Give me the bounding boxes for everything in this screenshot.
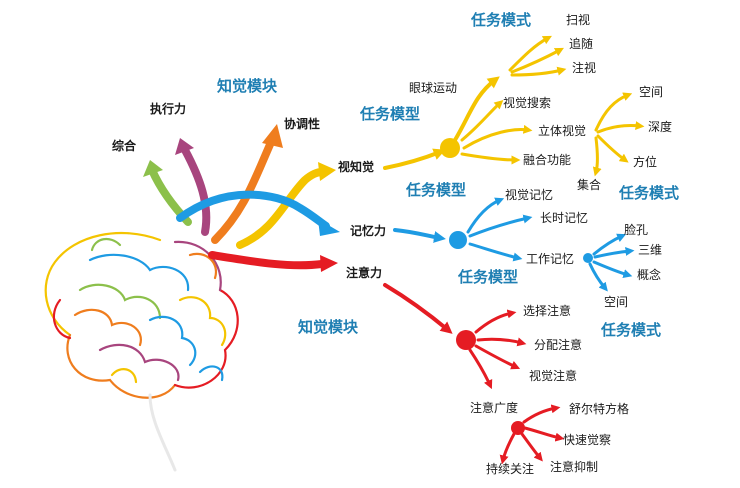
schulte-grid-label: 舒尔特方格 [569, 402, 629, 416]
scan-label: 扫视 [566, 13, 590, 27]
stereo-vision-label: 立体视觉 [538, 124, 586, 138]
memory-task-model-title-2: 任务模型 [458, 268, 518, 286]
quick-detection-label: 快速觉察 [563, 433, 611, 447]
visual-task-model-title: 任务模型 [360, 105, 420, 123]
executive-label: 执行力 [150, 102, 186, 116]
visual-perception-label: 视知觉 [338, 160, 374, 174]
visual-attention-label: 视觉注意 [529, 369, 577, 383]
eye-movement-label: 眼球运动 [409, 81, 457, 95]
orientation-label: 方位 [633, 155, 657, 169]
fusion-label: 融合功能 [523, 153, 571, 167]
attention-inhibition-label: 注意抑制 [550, 460, 598, 474]
divided-attention-label: 分配注意 [534, 338, 582, 352]
selective-attention-label: 选择注意 [523, 304, 571, 318]
perception-module-title-2: 知觉模块 [298, 318, 358, 336]
coordination-label: 协调性 [284, 117, 320, 131]
long-term-memory-label: 长时记忆 [540, 211, 588, 225]
perception-module-title: 知觉模块 [217, 77, 277, 95]
visual-memory-label: 视觉记忆 [505, 188, 553, 202]
face-label: 脸孔 [624, 223, 648, 237]
integration-label: 综合 [112, 139, 136, 153]
fixation-label: 注视 [572, 61, 596, 75]
visual-task-mode-title: 任务模式 [471, 11, 531, 29]
sustained-attention-label: 持续关注 [486, 462, 534, 476]
main-arrows [143, 124, 340, 272]
attention-span-label: 注意广度 [470, 401, 518, 415]
visual-search-label: 视觉搜索 [503, 96, 551, 110]
brain-illustration [46, 233, 238, 470]
attention-label: 注意力 [346, 266, 382, 280]
memory-space-label: 空间 [604, 295, 628, 309]
concept-label: 概念 [637, 268, 661, 282]
red-arrow [212, 255, 322, 265]
depth-label: 深度 [648, 120, 672, 134]
three-d-label: 三维 [638, 243, 662, 257]
memory-label: 记忆力 [350, 224, 386, 238]
attention-task-mode-title: 任务模式 [601, 321, 661, 339]
set-label: 集合 [577, 178, 601, 192]
working-memory-label: 工作记忆 [526, 252, 574, 266]
visual-task-mode-title-2: 任务模式 [619, 184, 679, 202]
space-label: 空间 [639, 85, 663, 99]
memory-task-model-title: 任务模型 [406, 181, 466, 199]
pursuit-label: 追随 [569, 37, 593, 51]
